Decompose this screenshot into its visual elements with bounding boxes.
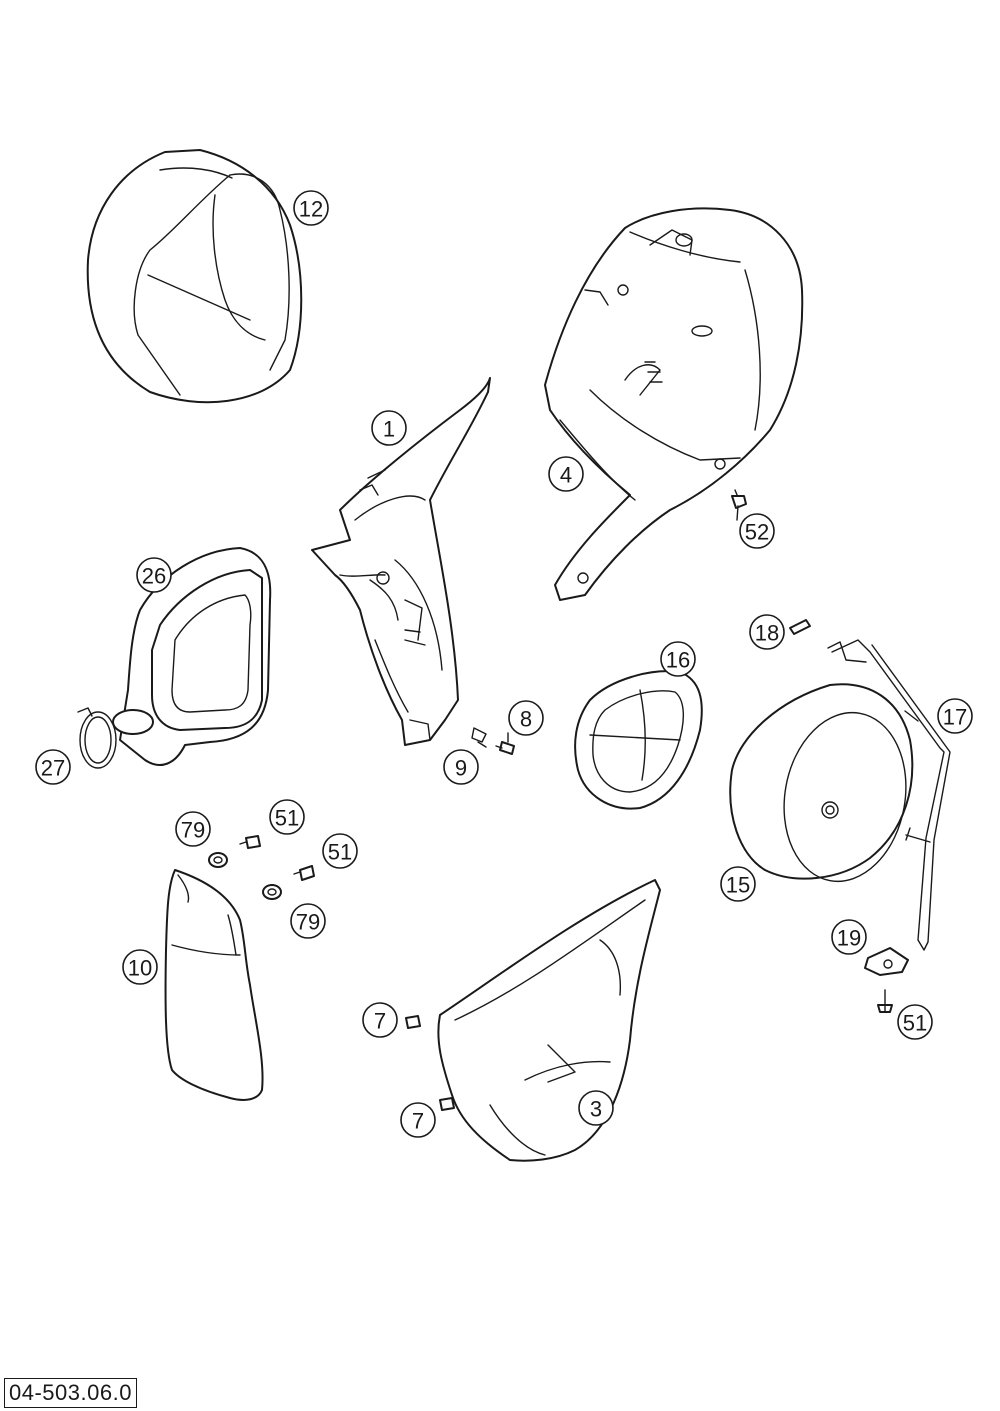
callout-16: 16 [660,641,696,677]
callout-79: 79 [175,811,211,847]
callout-circle [35,749,71,785]
callout-number: 12 [299,197,323,222]
callout-circle [269,799,305,835]
callout-19: 19 [831,919,867,955]
callout-circle [660,641,696,677]
callout-number: 51 [328,840,352,865]
callout-number: 51 [275,806,299,831]
callout-7: 7 [362,1002,398,1038]
part-7-screw-upper [405,1015,421,1029]
callout-51: 51 [897,1004,933,1040]
part-17-filter-holder [827,639,951,951]
part-4-rear-fender [544,207,804,601]
callout-7: 7 [400,1102,436,1138]
callout-17: 17 [937,698,973,734]
callout-circle [400,1102,436,1138]
callout-number: 79 [181,818,205,843]
callout-circle [739,513,775,549]
part-52-screw [731,495,747,509]
callout-number: 19 [837,926,861,951]
part-9-clip [471,727,487,743]
callout-number: 7 [412,1109,424,1134]
callout-52: 52 [739,513,775,549]
callout-circle [122,949,158,985]
callout-number: 52 [745,520,769,545]
part-51-screw-right [877,989,893,1013]
callout-circle [897,1004,933,1040]
part-10-side-panel-left [164,869,264,1101]
callout-number: 1 [383,417,395,442]
part-19-bracket [864,947,909,976]
callout-number: 18 [755,621,779,646]
part-79-washer-upper [208,852,228,868]
callout-number: 3 [590,1097,602,1122]
callout-26: 26 [136,557,172,593]
callout-10: 10 [122,949,158,985]
callout-circle [937,698,973,734]
callout-circle [508,700,544,736]
part-26-intake-boot [112,547,272,766]
callout-number: 17 [943,705,967,730]
callout-number: 9 [455,756,467,781]
callout-circle [749,614,785,650]
callout-circle [290,903,326,939]
callout-51: 51 [269,799,305,835]
drawing-number: 04-503.06.0 [4,1378,137,1408]
part-16-filter-cage [574,670,703,810]
callout-51: 51 [322,833,358,869]
callout-circle [136,557,172,593]
callout-3: 3 [578,1090,614,1126]
callout-number: 79 [296,910,320,935]
callout-79: 79 [290,903,326,939]
part-18-pin [789,619,811,635]
part-3-side-panel-right [437,879,661,1162]
callout-15: 15 [720,866,756,902]
part-7-screw-lower [439,1097,455,1111]
part-12-air-filter [86,149,303,404]
part-15-round-filter [729,683,914,883]
callout-circle [371,410,407,446]
callout-number: 7 [374,1009,386,1034]
part-79-washer-lower [262,884,282,900]
callout-12: 12 [293,190,329,226]
callout-number: 27 [41,756,65,781]
callout-circle [720,866,756,902]
callout-18: 18 [749,614,785,650]
part-27-hose-clamp [77,707,117,769]
callout-number: 16 [666,648,690,673]
callout-27: 27 [35,749,71,785]
callout-number: 10 [128,956,152,981]
callout-labels: 12 1 4 52 26 18 16 17 8 9 27 15 79 51 51 79 10 19 7 51 3 7 [35,190,973,1138]
callout-circle [322,833,358,869]
callout-8: 8 [508,700,544,736]
callout-number: 4 [560,463,572,488]
callout-circle [293,190,329,226]
callout-1: 1 [371,410,407,446]
leader-lines [477,505,919,748]
part-51-screw-middle [293,865,315,881]
callout-4: 4 [548,456,584,492]
callout-number: 15 [726,873,750,898]
callout-circle [175,811,211,847]
callout-9: 9 [443,749,479,785]
callout-circle [443,749,479,785]
callout-circle [831,919,867,955]
callout-circle [548,456,584,492]
part-8-screw [495,741,515,755]
callout-number: 26 [142,564,166,589]
callout-number: 8 [520,707,532,732]
callout-circle [362,1002,398,1038]
part-51-screw-upper [239,835,261,849]
callout-circle [578,1090,614,1126]
part-1-airbox [311,377,491,746]
callout-number: 51 [903,1011,927,1036]
